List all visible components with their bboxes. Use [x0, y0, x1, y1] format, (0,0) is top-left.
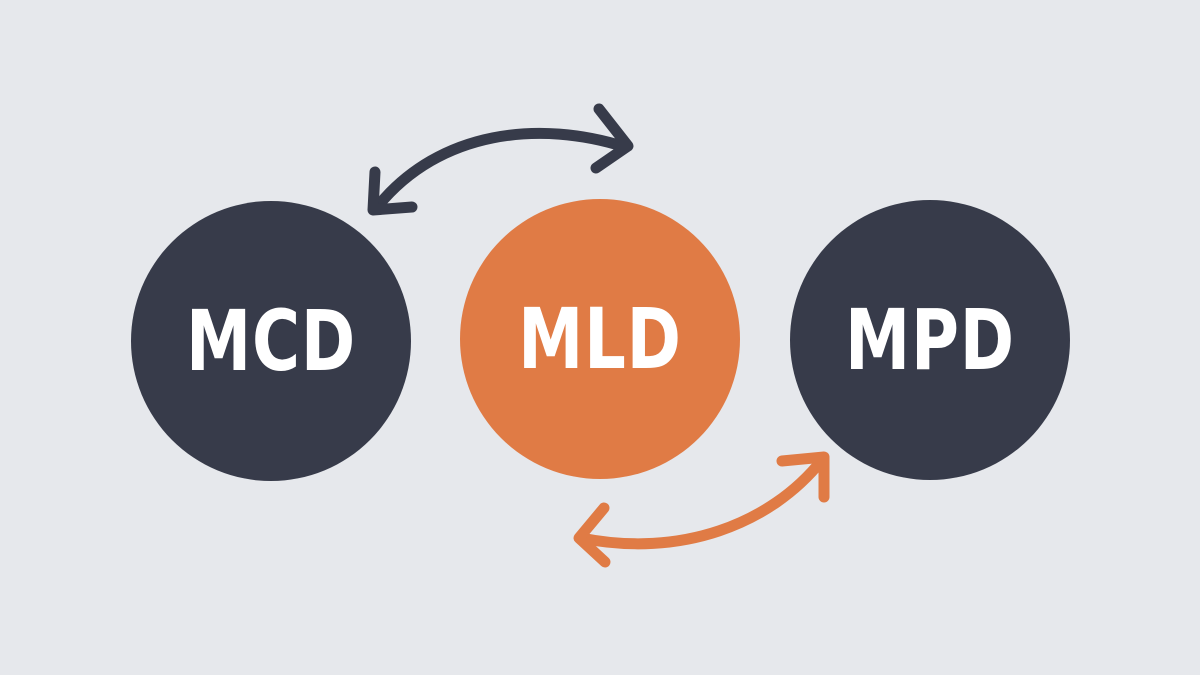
- arrow-mld-mpd-head-left: [573, 502, 611, 568]
- arrow-mcd-mld-head-right: [590, 103, 634, 174]
- node-mld-label: MLD: [518, 290, 682, 388]
- node-mpd: MPD: [790, 200, 1070, 480]
- node-mpd-label: MPD: [845, 291, 1015, 389]
- node-mcd: MCD: [131, 201, 411, 481]
- arrow-mcd-mld-curve: [372, 128, 631, 212]
- arrow-mld-mpd: [573, 451, 830, 568]
- arrow-mcd-mld: [367, 103, 634, 216]
- node-mld: MLD: [460, 199, 740, 479]
- arrow-mld-mpd-curve: [575, 454, 828, 550]
- arrow-mld-mpd-head-right: [776, 451, 830, 503]
- arrow-mcd-mld-head-left: [367, 166, 418, 216]
- node-mcd-label: MCD: [185, 292, 357, 390]
